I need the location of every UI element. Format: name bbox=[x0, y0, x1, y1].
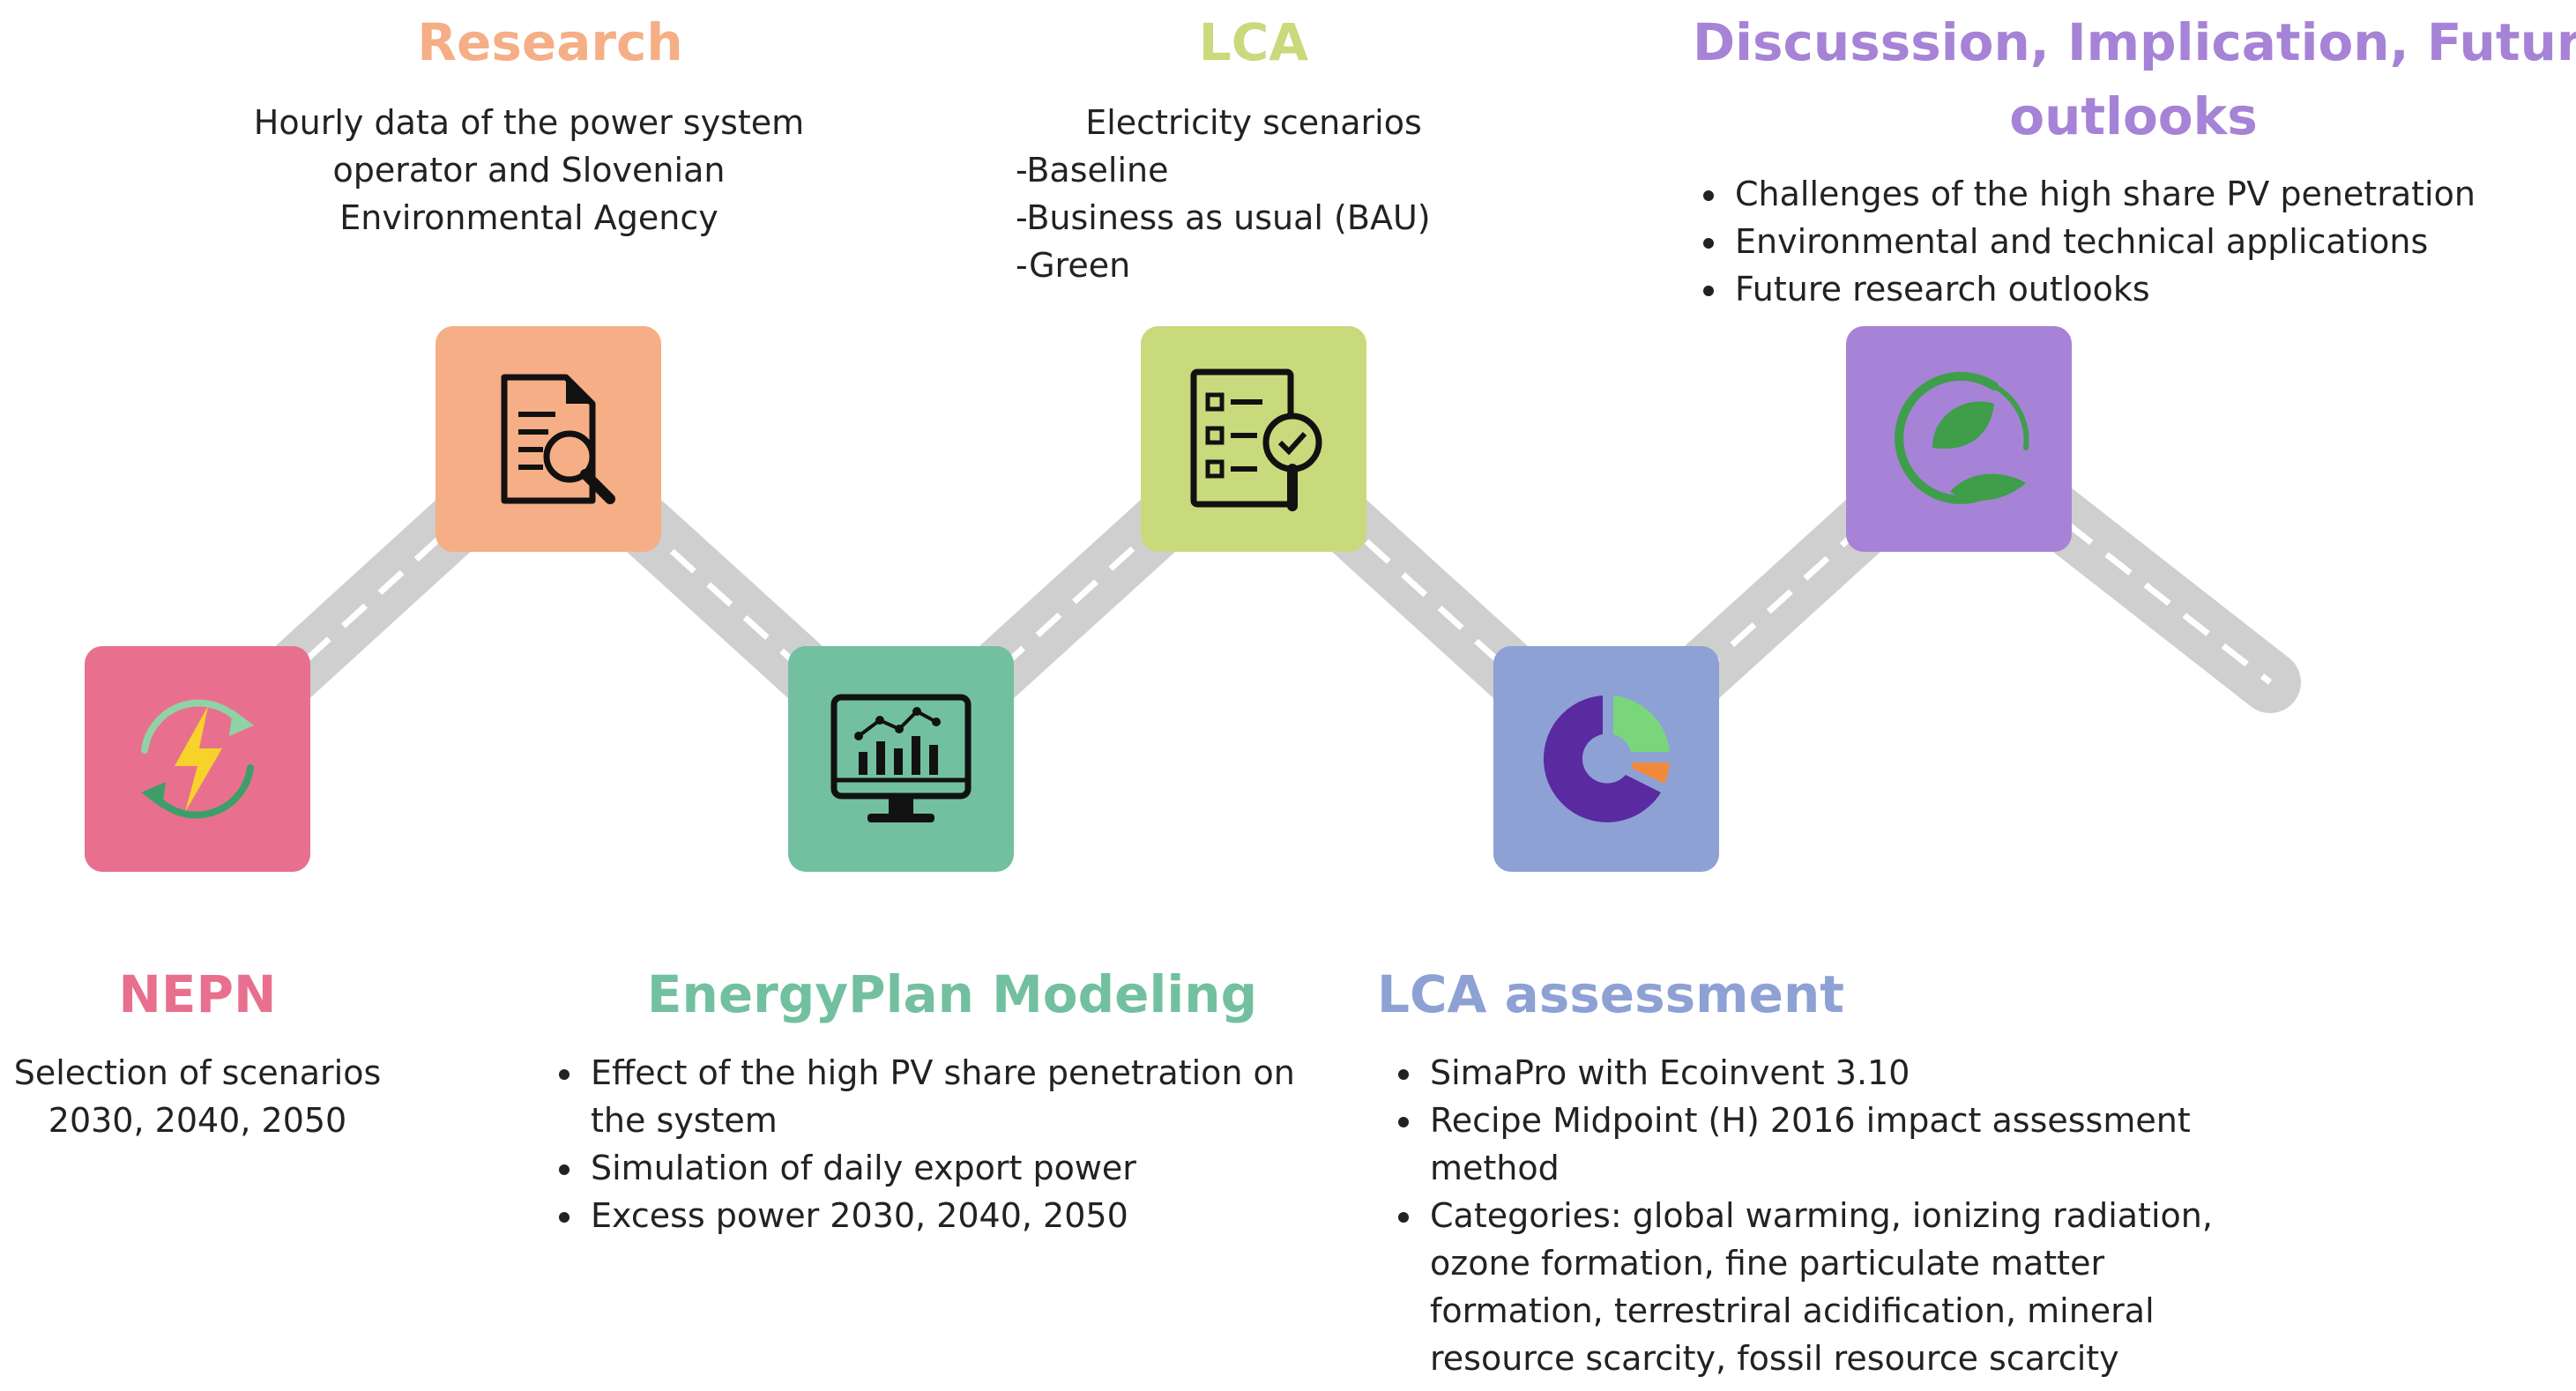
document-search-icon bbox=[501, 374, 615, 504]
energyplan-title: EnergyPlan Modeling bbox=[646, 964, 1258, 1024]
discussion-bullets: Challenges of the high share PV penetrat… bbox=[1694, 170, 2576, 313]
leaf-circle-icon bbox=[1895, 371, 2029, 504]
discussion-bullet: Environmental and technical applications bbox=[1730, 218, 2576, 265]
monitor-chart-icon bbox=[830, 694, 972, 822]
lca-title: LCA bbox=[1198, 12, 1309, 72]
research-line: Environmental Agency bbox=[339, 198, 718, 237]
lca-scenario: -Green bbox=[1016, 246, 1131, 285]
energyplan-bullets: Effect of the high PV share penetration … bbox=[550, 1049, 1326, 1239]
discussion-bullet: Challenges of the high share PV penetrat… bbox=[1730, 170, 2576, 218]
energyplan-bullet: Simulation of daily export power bbox=[585, 1144, 1326, 1192]
lca-assessment-bullet: Categories: global warming, ionizing rad… bbox=[1425, 1192, 2271, 1382]
energyplan-bullet: Excess power 2030, 2040, 2050 bbox=[585, 1192, 1326, 1239]
discussion-title-line: Discusssion, Implication, Future bbox=[1693, 12, 2576, 72]
lca-assessment-tile bbox=[1493, 646, 1719, 872]
nepn-line: 2030, 2040, 2050 bbox=[48, 1101, 347, 1140]
research-title: Research bbox=[417, 12, 683, 72]
research-tile bbox=[436, 326, 661, 552]
lca-assessment-title: LCA assessment bbox=[1377, 964, 1844, 1024]
nepn-line: Selection of scenarios bbox=[13, 1053, 382, 1092]
discussion-title-line: outlooks bbox=[2009, 86, 2258, 146]
lca-assessment-bullet: Recipe Midpoint (H) 2016 impact assessme… bbox=[1425, 1097, 2271, 1192]
energyplan-tile bbox=[788, 646, 1014, 872]
research-line: operator and Slovenian bbox=[332, 151, 726, 190]
nepn-tile bbox=[85, 646, 310, 872]
lca-assessment-bullet: SimaPro with Ecoinvent 3.10 bbox=[1425, 1049, 2271, 1097]
discussion-tile bbox=[1846, 326, 2072, 552]
nepn-title: NEPN bbox=[118, 964, 277, 1024]
lca-scenario: -Business as usual (BAU) bbox=[1016, 198, 1431, 237]
lca-scenario-list: -Baseline -Business as usual (BAU) -Gree… bbox=[1016, 146, 1431, 289]
nepn-description: Selection of scenarios 2030, 2040, 2050 bbox=[0, 1049, 395, 1144]
lca-assessment-bullets: SimaPro with Ecoinvent 3.10 Recipe Midpo… bbox=[1389, 1049, 2271, 1382]
discussion-title: Discusssion, Implication, Future outlook… bbox=[1693, 5, 2576, 153]
research-line: Hourly data of the power system bbox=[253, 103, 805, 142]
lca-subtitle: Electricity scenarios bbox=[1085, 103, 1422, 142]
discussion-bullet: Future research outlooks bbox=[1730, 265, 2576, 313]
donut-chart-icon bbox=[1543, 696, 1670, 822]
lca-scenario: -Baseline bbox=[1016, 151, 1169, 190]
energy-cycle-icon bbox=[141, 699, 254, 819]
checklist-magnifier-icon bbox=[1190, 368, 1322, 511]
lca-tile bbox=[1141, 326, 1366, 552]
energyplan-bullet: Effect of the high PV share penetration … bbox=[585, 1049, 1326, 1144]
research-description: Hourly data of the power system operator… bbox=[212, 99, 846, 242]
